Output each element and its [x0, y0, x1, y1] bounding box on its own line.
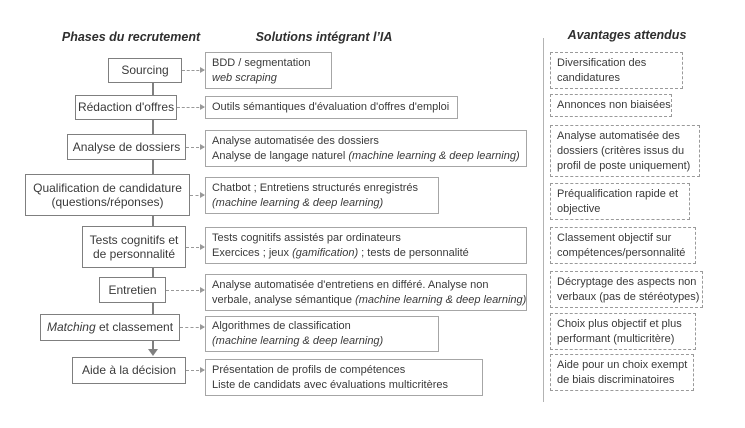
phase-flow-line	[152, 82, 154, 354]
column-separator-line	[543, 38, 544, 402]
column-header-phases: Phases du recrutement	[61, 30, 201, 44]
phase-to-solution-arrow	[180, 324, 205, 330]
phase-box-analyse-dossiers: Analyse de dossiers	[67, 134, 186, 160]
phase-to-solution-arrow	[190, 192, 205, 198]
arrowhead-icon	[200, 367, 205, 373]
advantage-box: Annonces non biaisées	[550, 94, 672, 117]
arrowhead-icon	[200, 192, 205, 198]
phase-box-aide-decision: Aide à la décision	[72, 357, 186, 384]
solution-box: Algorithmes de classification(machine le…	[205, 316, 439, 352]
solution-box: Analyse automatisée d'entretiens en diff…	[205, 274, 527, 311]
arrowhead-icon	[200, 287, 205, 293]
phase-to-solution-arrow	[182, 67, 205, 73]
solution-box: Chatbot ; Entretiens structurés enregist…	[205, 177, 439, 214]
arrowhead-icon	[200, 144, 205, 150]
column-header-solutions: Solutions intégrant l’IA	[255, 30, 393, 44]
column-header-avantages: Avantages attendus	[567, 28, 687, 42]
solution-box: Outils sémantiques d'évaluation d'offres…	[205, 96, 458, 119]
phase-to-solution-arrow	[186, 244, 205, 250]
phase-flow-arrowhead-icon	[148, 349, 158, 356]
phase-box-sourcing: Sourcing	[108, 58, 182, 83]
solution-box: Tests cognitifs assistés par ordinateurs…	[205, 227, 527, 264]
phase-box-redaction-offres: Rédaction d'offres	[75, 95, 177, 120]
arrowhead-icon	[200, 104, 205, 110]
arrowhead-icon	[200, 244, 205, 250]
arrowhead-icon	[200, 324, 205, 330]
phase-box-entretien: Entretien	[99, 277, 166, 303]
phase-to-solution-arrow	[186, 144, 205, 150]
phase-to-solution-arrow	[186, 367, 205, 373]
phase-box-qualification-candidature: Qualification de candidature(questions/r…	[25, 174, 190, 216]
arrowhead-icon	[200, 67, 205, 73]
phase-to-solution-arrow	[177, 104, 205, 110]
phase-to-solution-arrow	[166, 287, 205, 293]
phase-box-matching-classement: Matching et classement	[40, 314, 180, 341]
